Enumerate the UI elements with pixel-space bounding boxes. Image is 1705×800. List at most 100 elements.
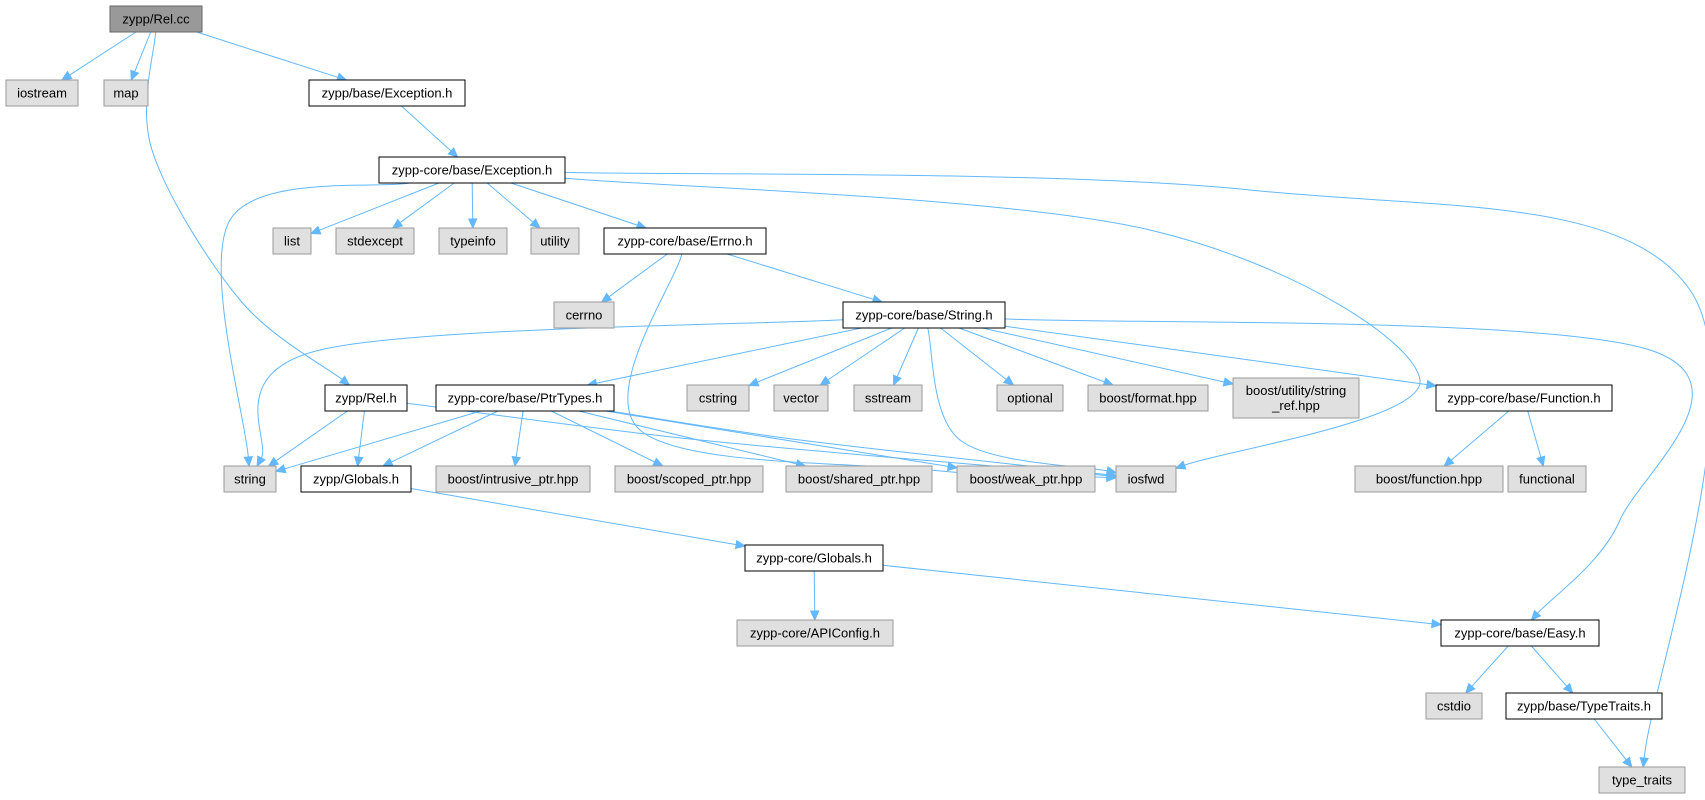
node-function-h[interactable]: zypp-core/base/Function.h [1435, 384, 1613, 412]
edge-line [608, 253, 668, 298]
edge-line [757, 327, 892, 383]
node-box [1115, 465, 1177, 493]
node-box [996, 384, 1064, 412]
edge-line [471, 182, 474, 220]
edge-line [406, 402, 1108, 477]
edge-line [390, 410, 499, 463]
edges-layer [60, 31, 1705, 769]
node-label: zypp-core/base/Function.h [1447, 391, 1600, 406]
edge-function-h-to-boost-function [1443, 410, 1510, 467]
arrowhead [1002, 375, 1015, 386]
arrowhead [819, 375, 831, 386]
edge-core-exception-to-type-traits [564, 171, 1705, 769]
edge-rel-cc-to-iostream [60, 31, 137, 81]
edge-string-h-to-boost-format [958, 327, 1115, 387]
node-typeinfo: typeinfo [438, 227, 508, 255]
node-label: boost/format.hpp [1099, 391, 1197, 406]
edge-core-exception-to-errno-h [510, 182, 648, 230]
arrowhead [1106, 469, 1118, 480]
node-zypp-exception[interactable]: zypp/base/Exception.h [308, 79, 466, 107]
edge-core-globals-to-apiconfig [809, 570, 820, 622]
node-label: zypp-core/Globals.h [756, 551, 872, 566]
node-box [614, 465, 764, 493]
node-boost-function: boost/function.hpp [1354, 465, 1504, 493]
arrowhead [338, 375, 351, 386]
edge-rel-h-to-string [267, 410, 348, 467]
node-map: map [103, 79, 149, 107]
node-box [324, 384, 408, 412]
arrowhead [274, 464, 287, 474]
node-cerrno: cerrno [553, 301, 615, 329]
edge-line [596, 327, 862, 384]
node-box [1087, 384, 1209, 412]
node-core-globals[interactable]: zypp-core/Globals.h [744, 544, 884, 572]
edge-easy-h-to-typetraits-h [1531, 645, 1574, 694]
arrowhead [130, 69, 140, 82]
edge-line [1004, 325, 1428, 386]
edge-line [896, 327, 919, 377]
edge-zypp-globals-to-core-globals [410, 488, 747, 550]
node-rel-cc[interactable]: zypp/Rel.cc [109, 5, 203, 33]
node-label: zypp-core/APIConfig.h [750, 626, 880, 641]
node-label: iosfwd [1128, 472, 1165, 487]
node-label: utility [540, 234, 570, 249]
node-label: boost/weak_ptr.hpp [970, 472, 1083, 487]
arrowhead [1639, 757, 1649, 769]
node-box [435, 465, 591, 493]
edge-line [627, 253, 1108, 478]
arrowhead [747, 377, 760, 387]
node-errno-h[interactable]: zypp-core/base/Errno.h [603, 227, 767, 255]
edge-line [257, 319, 844, 459]
edge-errno-h-to-string-h [726, 253, 884, 304]
edge-core-exception-to-list [309, 182, 440, 235]
arrowhead [381, 457, 394, 467]
edge-errno-h-to-cerrno [600, 253, 668, 303]
edge-core-exception-to-typeinfo [467, 182, 478, 230]
node-boost-intrusive: boost/intrusive_ptr.hpp [435, 465, 591, 493]
edge-line [813, 570, 816, 612]
edge-line [564, 177, 1421, 466]
edge-rel-h-to-zypp-globals [353, 410, 365, 468]
node-typetraits-h[interactable]: zypp/base/TypeTraits.h [1505, 692, 1663, 720]
node-string-h[interactable]: zypp-core/base/String.h [842, 301, 1006, 329]
edge-line [958, 327, 1105, 383]
node-label: boost/intrusive_ptr.hpp [448, 472, 579, 487]
node-box [5, 79, 79, 107]
edge-line [940, 327, 1007, 380]
node-box [773, 384, 829, 412]
node-label: zypp/Rel.h [335, 391, 396, 406]
edge-line [69, 31, 137, 76]
edge-line [1593, 718, 1627, 761]
node-box [1354, 465, 1504, 493]
node-zypp-globals[interactable]: zypp/Globals.h [300, 465, 412, 493]
arrowhead [529, 218, 541, 229]
edge-line [564, 171, 1705, 759]
node-ptrtypes[interactable]: zypp-core/base/PtrTypes.h [435, 384, 615, 412]
arrowhead [1622, 756, 1633, 768]
edge-string-h-to-function-h [1004, 325, 1438, 390]
node-rel-h[interactable]: zypp/Rel.h [324, 384, 408, 412]
node-label: vector [783, 391, 819, 406]
arrowhead [309, 225, 322, 235]
node-label: zypp-core/base/String.h [855, 308, 992, 323]
edge-line [410, 488, 737, 546]
node-box [686, 384, 750, 412]
arrowhead [809, 610, 820, 622]
node-box [435, 384, 615, 412]
edge-errno-h-to-iosfwd [627, 253, 1118, 483]
edge-line [982, 327, 1225, 383]
edge-core-exception-to-iosfwd [564, 177, 1421, 470]
node-cstdio: cstdio [1425, 692, 1483, 720]
node-label: zypp/base/TypeTraits.h [1517, 699, 1651, 714]
node-box [378, 156, 566, 184]
node-box [956, 465, 1096, 493]
edge-ptrtypes-to-boost-intrusive [511, 410, 524, 468]
node-functional: functional [1507, 465, 1587, 493]
node-easy-h[interactable]: zypp-core/base/Easy.h [1440, 619, 1600, 647]
arrowhead [60, 70, 73, 81]
node-box [1598, 766, 1686, 794]
edge-ptrtypes-to-zypp-globals [381, 410, 499, 467]
node-core-exception[interactable]: zypp-core/base/Exception.h [378, 156, 566, 184]
node-label: string [234, 472, 266, 487]
arrowhead [256, 455, 266, 468]
